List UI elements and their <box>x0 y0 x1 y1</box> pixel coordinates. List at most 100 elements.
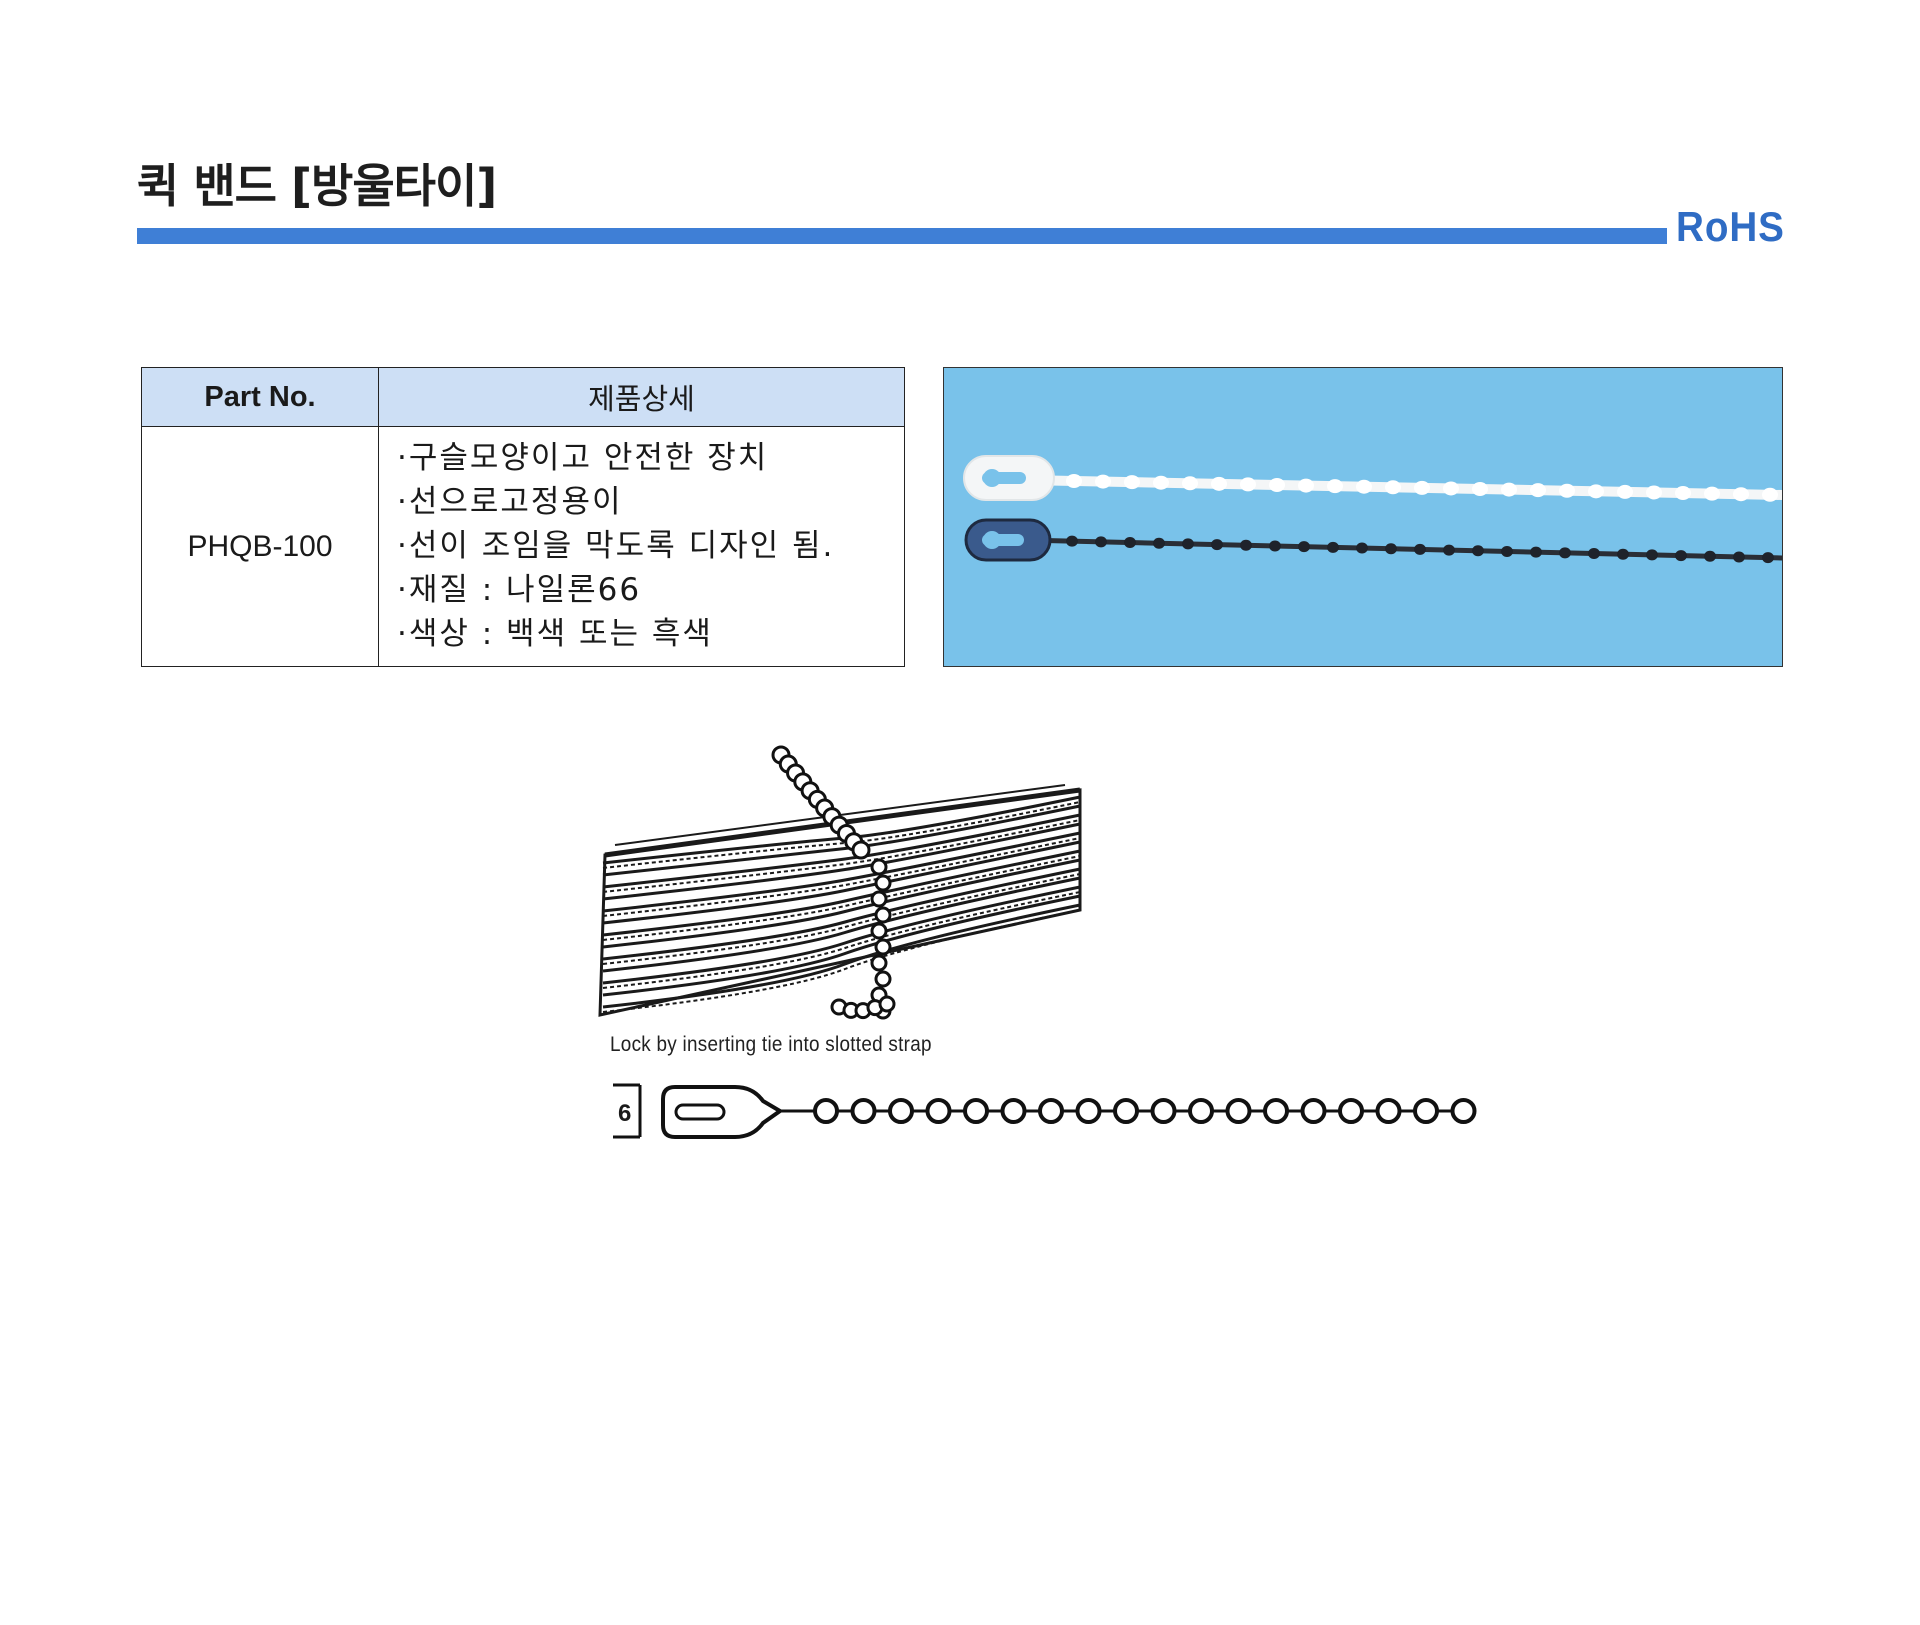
detail-item: ·선으로고정용이 <box>397 483 623 520</box>
bead <box>1095 536 1107 548</box>
bead <box>1263 1098 1289 1124</box>
bead <box>1300 1098 1327 1124</box>
bead <box>1385 480 1401 495</box>
bead <box>870 922 888 940</box>
bead <box>1038 1098 1064 1124</box>
bead <box>1327 541 1339 553</box>
page-title: 퀵 밴드 [방울타이] <box>137 159 497 213</box>
bead <box>874 906 892 924</box>
wire <box>602 867 1081 961</box>
wire <box>602 840 1081 925</box>
wire <box>602 885 1081 985</box>
wire-bundle <box>598 784 1082 1017</box>
bead <box>1375 1098 1402 1124</box>
bead <box>1617 548 1629 560</box>
bead <box>1188 1098 1214 1124</box>
bead <box>1646 485 1662 500</box>
bead <box>1443 544 1455 556</box>
table-header-row: Part No. 제품상세 <box>141 367 905 427</box>
bead <box>1075 1098 1102 1124</box>
bead <box>1385 543 1397 555</box>
bead <box>888 1098 914 1124</box>
bead <box>1414 480 1430 495</box>
bead <box>925 1098 952 1124</box>
product-photo <box>943 367 1783 667</box>
bead <box>1182 476 1198 491</box>
bead <box>813 1098 839 1124</box>
bead <box>1150 1098 1177 1124</box>
bead <box>1124 537 1136 549</box>
bead <box>1413 1098 1439 1124</box>
bead <box>1211 539 1223 551</box>
wire-strand <box>602 819 1081 893</box>
bead <box>1559 547 1571 559</box>
bead <box>1762 487 1778 502</box>
bead <box>1675 550 1687 562</box>
bead-tie-diagram <box>661 1085 1477 1139</box>
wire-strand <box>602 801 1081 869</box>
part-number: PHQB-100 <box>141 426 379 667</box>
bead <box>1298 478 1314 493</box>
table-row: PHQB-100 ·구슬모양이고 안전한 장치 ·선으로고정용이 ·선이 조임을… <box>141 426 905 667</box>
bead <box>1066 473 1082 488</box>
wire <box>602 813 1081 889</box>
wire-strand <box>602 891 1081 989</box>
bead <box>851 840 871 860</box>
wire-strand <box>602 873 1081 965</box>
wire <box>602 858 1081 949</box>
dimension-mark <box>613 1083 642 1139</box>
bead <box>1124 475 1140 490</box>
detail-item: ·구슬모양이고 안전한 장치 <box>397 439 769 476</box>
bead <box>870 890 888 908</box>
detail-item: ·색상 : 백색 또는 흑색 <box>397 615 713 652</box>
bead <box>963 1098 989 1124</box>
dimension-label: 6 <box>618 1100 632 1127</box>
wire <box>602 822 1081 901</box>
bead <box>1675 486 1691 501</box>
white-bead-tie <box>963 455 1782 502</box>
bead <box>1327 479 1343 494</box>
bead <box>1000 1098 1027 1124</box>
bead <box>1588 548 1600 560</box>
bead <box>1704 550 1716 562</box>
wire <box>602 804 1081 877</box>
black-bead-tie <box>964 518 1782 564</box>
header-part-no: Part No. <box>141 367 379 427</box>
bead <box>1240 539 1252 551</box>
header-product-details: 제품상세 <box>378 367 905 427</box>
title-rule <box>137 228 1667 244</box>
bead <box>1472 545 1484 557</box>
bead <box>1530 546 1542 558</box>
illustration-caption: Lock by inserting tie into slotted strap <box>610 1033 932 1056</box>
rohs-badge: RoHS <box>1676 203 1785 250</box>
bead <box>870 954 888 972</box>
bead <box>1298 541 1310 553</box>
bead <box>1356 479 1372 494</box>
bead <box>1588 484 1604 499</box>
bead <box>1559 483 1575 498</box>
wire <box>602 903 1081 1009</box>
bead <box>1501 482 1517 497</box>
bead <box>1356 542 1368 554</box>
bead <box>1530 483 1546 498</box>
bead <box>1617 484 1633 499</box>
bead <box>1269 478 1285 493</box>
bead <box>878 995 896 1013</box>
bead <box>1153 537 1165 549</box>
bead <box>1113 1098 1139 1124</box>
bead <box>1646 549 1658 561</box>
bead <box>1762 552 1774 564</box>
bead <box>1338 1098 1364 1124</box>
bead <box>1443 481 1459 496</box>
wire <box>602 831 1081 913</box>
bead <box>1414 543 1426 555</box>
bead <box>1733 487 1749 502</box>
wire <box>602 849 1081 937</box>
bead <box>1450 1098 1477 1124</box>
spec-table: Part No. 제품상세 PHQB-100 ·구슬모양이고 안전한 장치 ·선… <box>141 367 905 667</box>
usage-illustration <box>585 745 1485 1155</box>
bead <box>1501 545 1513 557</box>
wire <box>602 876 1081 973</box>
bead <box>1269 540 1281 552</box>
bead <box>1066 535 1078 547</box>
